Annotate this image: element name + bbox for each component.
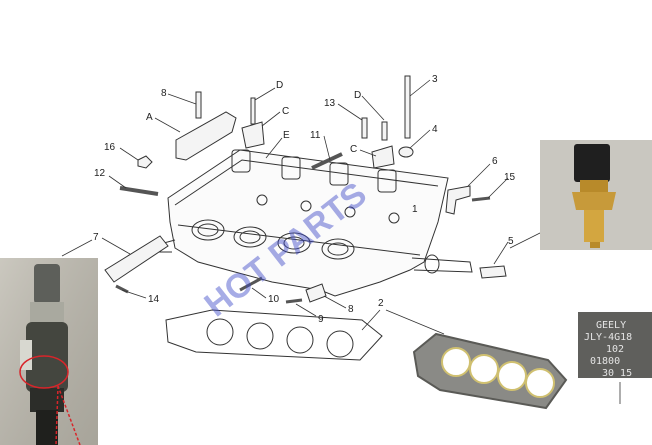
photo-head-gasket [412,332,568,410]
callout-c-left: C [282,106,289,117]
sensor-8 [305,283,327,303]
callout-12: 12 [94,168,106,179]
stamp-line-1: GEELY [596,320,626,331]
callout-13: 13 [324,98,336,109]
callout-5: 5 [508,236,514,247]
callout-7: 7 [93,232,99,243]
camshaft-cap-a [175,111,237,161]
callout-8-bottom: 8 [348,304,354,315]
callout-4: 4 [432,124,438,135]
photo-gasket-stamp: GEELY JLY-4G18 102 01800 30 15 [578,312,652,379]
exploded-parts [104,75,507,361]
stamp-line-5: 30 15 [602,368,632,379]
callout-11: 11 [310,130,321,141]
nut-16 [137,155,153,169]
cylinder-head-drawing [157,149,473,297]
bolt-12 [119,186,159,196]
callout-2: 2 [378,298,384,309]
stamp-line-4: 01800 [590,356,620,367]
callout-9: 9 [318,314,324,325]
callout-6: 6 [492,156,498,167]
bolt-10 [239,276,263,292]
photo-vvt-solenoid [0,258,98,445]
callout-8-top: 8 [161,88,167,99]
bolt-9 [285,298,303,304]
photo-temp-sensor [540,140,652,250]
sensor-5 [479,265,507,279]
stud-3 [404,75,411,139]
callout-15: 15 [504,172,516,183]
callout-d-right: D [354,90,361,101]
callout-e: E [283,130,290,141]
camshaft-cap-b [241,121,265,149]
stud-13 [361,117,368,139]
callout-14: 14 [148,294,160,305]
callout-labels: 8 A D C E 3 13 D 4 11 C 16 12 6 15 5 7 1… [93,74,516,325]
bolt-8 [195,91,202,119]
vvt-solenoid-7 [104,235,169,283]
head-gasket-outline [165,309,383,361]
bolt-d [250,97,256,125]
bolt-15 [471,196,491,202]
dowel-11 [311,152,343,170]
leader-lines [61,79,621,404]
stamp-line-2: JLY-4G18 [584,332,632,343]
bracket-6 [445,185,471,215]
washer-4 [398,146,414,158]
stamp-line-3: 102 [606,344,624,355]
callout-16: 16 [104,142,116,153]
callout-c-right: C [350,144,357,155]
callout-a: A [146,112,153,123]
callout-3: 3 [432,74,438,85]
callout-1: 1 [412,204,418,215]
callout-10: 10 [268,294,280,305]
camshaft-cap-c [371,145,395,169]
callout-d-left: D [276,80,283,91]
